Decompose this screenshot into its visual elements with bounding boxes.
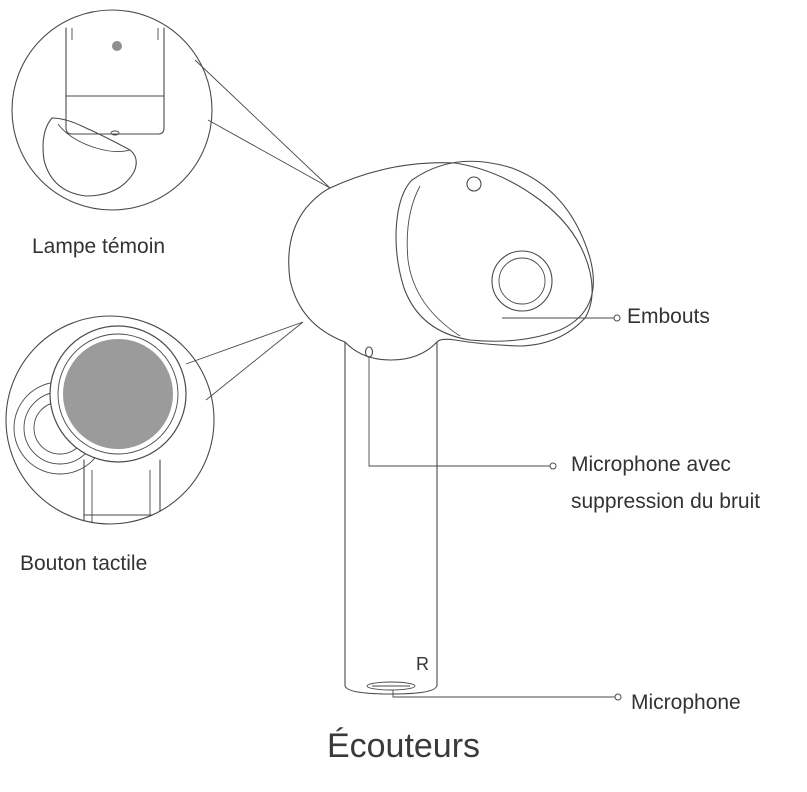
label-noise-mic-line1: Microphone avec (571, 453, 731, 476)
bottom-mic-grille (366, 681, 416, 691)
ear-tip-edge (406, 185, 461, 337)
leader-noise-mic-end (549, 462, 557, 470)
touch-pad (63, 339, 173, 449)
indicator-lamp-detail (11, 9, 213, 211)
stem-bottom-outline (83, 459, 161, 524)
label-noise-mic-line2: suppression du bruit (571, 490, 761, 513)
detail-circle-top (11, 9, 213, 211)
indicator-lamp (466, 176, 482, 192)
leader-ear-tips-end (613, 314, 621, 322)
connector-lamp (194, 59, 331, 189)
leader-microphone (392, 690, 615, 698)
detail-circle-bottom (5, 315, 215, 525)
ear-tip-top-inner (57, 123, 131, 153)
ear-tip-top (42, 117, 137, 197)
stem-top-outline (65, 27, 165, 135)
ear-tip-nozzle-inner (498, 257, 546, 305)
leader-microphone-end (614, 693, 622, 701)
stem-top-seam (66, 28, 164, 97)
label-microphone: Microphone (631, 691, 741, 714)
touch-button-detail (5, 315, 215, 525)
ear-tip (395, 160, 594, 342)
leader-noise-mic (368, 357, 550, 467)
diagram-title: Écouteurs (326, 727, 481, 765)
button-rim (57, 333, 179, 455)
led-dot (112, 41, 122, 51)
side-marker-r: R (416, 654, 429, 674)
stem-bottom (344, 684, 438, 695)
earbud-head (288, 162, 593, 361)
stem-body (344, 341, 438, 686)
noise-mic-hole (364, 346, 374, 358)
ear-tip-nozzle (491, 250, 553, 312)
led-window (110, 130, 120, 136)
label-indicator-lamp: Lampe témoin (32, 235, 166, 258)
label-touch-button: Bouton tactile (20, 552, 148, 575)
connector-button (185, 321, 304, 401)
earbud (288, 160, 594, 695)
label-ear-tips: Embouts (627, 305, 710, 328)
stem-bottom-seam (84, 470, 160, 524)
